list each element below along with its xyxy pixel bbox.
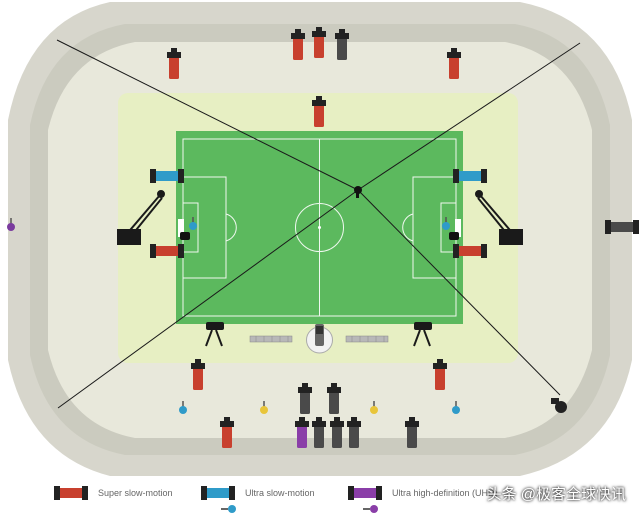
left-goal-camera bbox=[180, 232, 190, 240]
right-dugout bbox=[345, 335, 389, 343]
left-goal bbox=[178, 219, 184, 237]
right-camera-crane bbox=[475, 190, 523, 245]
left-camera-crane bbox=[117, 190, 165, 245]
camera-plain-12 bbox=[298, 383, 312, 414]
camera-super-1 bbox=[291, 29, 305, 60]
camera-super-0 bbox=[167, 48, 181, 79]
wire-line-tr bbox=[357, 42, 581, 191]
camera-super-10 bbox=[191, 359, 205, 390]
camera-ultra-6 bbox=[150, 169, 184, 183]
camera-plain-3 bbox=[335, 29, 349, 60]
center-spot bbox=[318, 226, 321, 229]
tunnel-camera-position bbox=[306, 324, 333, 354]
legend-label-uhd: Ultra high-definition (UHD) bbox=[392, 488, 498, 498]
left-dugout bbox=[249, 335, 293, 343]
camera-plain-20 bbox=[605, 220, 639, 234]
legend-label-super-slow-motion: Super slow-motion bbox=[98, 488, 173, 498]
camera-super-8 bbox=[150, 244, 184, 258]
camera-ultra-7 bbox=[453, 169, 487, 183]
legend-item-ultra-slow-motion: Ultra slow-motion bbox=[201, 486, 315, 500]
legend-label-ultra-slow-motion: Ultra slow-motion bbox=[245, 488, 315, 498]
camera-plain-16 bbox=[312, 417, 326, 448]
super-slow-motion-camera-icon bbox=[54, 486, 88, 500]
spidercam bbox=[354, 186, 362, 198]
marker-layer bbox=[7, 217, 460, 414]
stadium-camera-diagram bbox=[7, 2, 639, 476]
right-goal bbox=[455, 219, 461, 237]
mic-marker-4 bbox=[189, 217, 197, 230]
wire-line-tl bbox=[56, 39, 359, 191]
legend-ultra-marker-icon bbox=[221, 505, 236, 513]
legend-uhd-marker-icon bbox=[363, 505, 378, 513]
camera-plain-13 bbox=[327, 383, 341, 414]
wire-line-br bbox=[357, 189, 561, 396]
legend: Super slow-motion Ultra slow-motion Ultr… bbox=[0, 478, 640, 517]
camera-super-4 bbox=[447, 48, 461, 79]
right-goal-camera bbox=[449, 232, 459, 240]
camera-plain-19 bbox=[405, 417, 419, 448]
camera-super-9 bbox=[453, 244, 487, 258]
rail-camera-bottom-right bbox=[551, 398, 567, 413]
wire-line-bl bbox=[57, 189, 359, 409]
mic-marker-3 bbox=[452, 401, 460, 414]
uhd-camera-icon bbox=[348, 486, 382, 500]
camera-super-5 bbox=[312, 96, 326, 127]
camera-super-2 bbox=[312, 27, 326, 58]
mic-marker-1 bbox=[260, 401, 268, 414]
camera-super-11 bbox=[433, 359, 447, 390]
ultra-slow-motion-camera-icon bbox=[201, 486, 235, 500]
tripod-camera-right bbox=[413, 322, 432, 347]
camera-plain-18 bbox=[347, 417, 361, 448]
camera-super-14 bbox=[220, 417, 234, 448]
camera-layer bbox=[150, 27, 639, 448]
camera-plain-17 bbox=[330, 417, 344, 448]
mic-marker-5 bbox=[442, 217, 450, 230]
tripod-camera-left bbox=[205, 322, 224, 347]
mic-marker-0 bbox=[179, 401, 187, 414]
legend-item-super-slow-motion: Super slow-motion bbox=[54, 486, 173, 500]
mic-marker-2 bbox=[370, 401, 378, 414]
legend-item-uhd: Ultra high-definition (UHD) bbox=[348, 486, 498, 500]
camera-uhd-15 bbox=[295, 417, 309, 448]
mic-marker-6 bbox=[7, 218, 15, 231]
watermark: 头条 @极客全球快讯 bbox=[486, 486, 626, 503]
